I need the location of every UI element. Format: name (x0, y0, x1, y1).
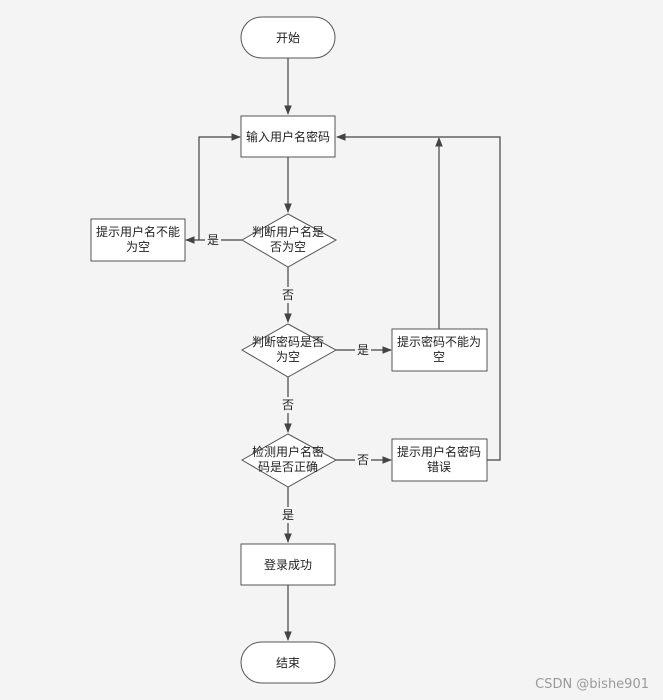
node-tip-user-empty: 提示用户名不能 为空 (90, 218, 186, 262)
node-login-success: 登录成功 (240, 543, 336, 586)
label-pwd-empty-yes: 是 (357, 343, 369, 357)
label-cred-yes: 是 (282, 508, 294, 522)
node-tip-credentials-error-line2: 错误 (427, 460, 451, 474)
node-check-credentials-line1: 检测用户名密 (252, 444, 324, 459)
node-input-label: 输入用户名密码 (246, 129, 330, 144)
label-user-empty-no: 否 (282, 288, 294, 302)
label-pwd-empty-no: 否 (282, 398, 294, 412)
node-end-label: 结束 (276, 656, 300, 670)
node-tip-credentials-error: 提示用户名密码 错误 (391, 438, 488, 482)
label-user-empty-yes: 是 (207, 233, 219, 247)
edge-tip-cred-back (336, 133, 501, 461)
node-check-user-empty-line1: 判断用户名是 (252, 224, 324, 239)
node-check-credentials-line2: 码是否正确 (258, 460, 318, 474)
label-cred-no: 否 (357, 453, 369, 467)
node-tip-pwd-empty-line1: 提示密码不能为 (397, 334, 481, 349)
edge-tip-user-back (198, 133, 241, 240)
edge-labels: 是 否 是 否 否 是 (205, 232, 371, 523)
node-login-success-label: 登录成功 (264, 557, 312, 572)
node-end: 结束 (240, 641, 336, 684)
nodes: 开始 输入用户名密码 判断用户名是 否为空 提示用户名不能 为空 判断密码是否 … (90, 16, 488, 684)
node-tip-pwd-empty-line2: 空 (433, 350, 445, 364)
node-tip-user-empty-line1: 提示用户名不能 (96, 224, 180, 239)
node-start-label: 开始 (276, 31, 300, 45)
node-tip-pwd-empty: 提示密码不能为 空 (391, 328, 488, 372)
node-start: 开始 (240, 16, 336, 59)
node-check-pwd-empty-line1: 判断密码是否 (252, 334, 324, 349)
watermark: CSDN @bishe901 (535, 677, 649, 692)
node-check-pwd-empty: 判断密码是否 为空 (240, 323, 338, 378)
node-check-user-empty: 判断用户名是 否为空 (240, 213, 338, 268)
node-check-credentials: 检测用户名密 码是否正确 (240, 433, 338, 488)
node-check-user-empty-line2: 否为空 (270, 240, 306, 254)
node-tip-user-empty-line2: 为空 (126, 240, 150, 254)
node-check-pwd-empty-line2: 为空 (276, 350, 300, 364)
node-tip-credentials-error-line1: 提示用户名密码 (397, 444, 481, 459)
node-input: 输入用户名密码 (240, 115, 336, 158)
